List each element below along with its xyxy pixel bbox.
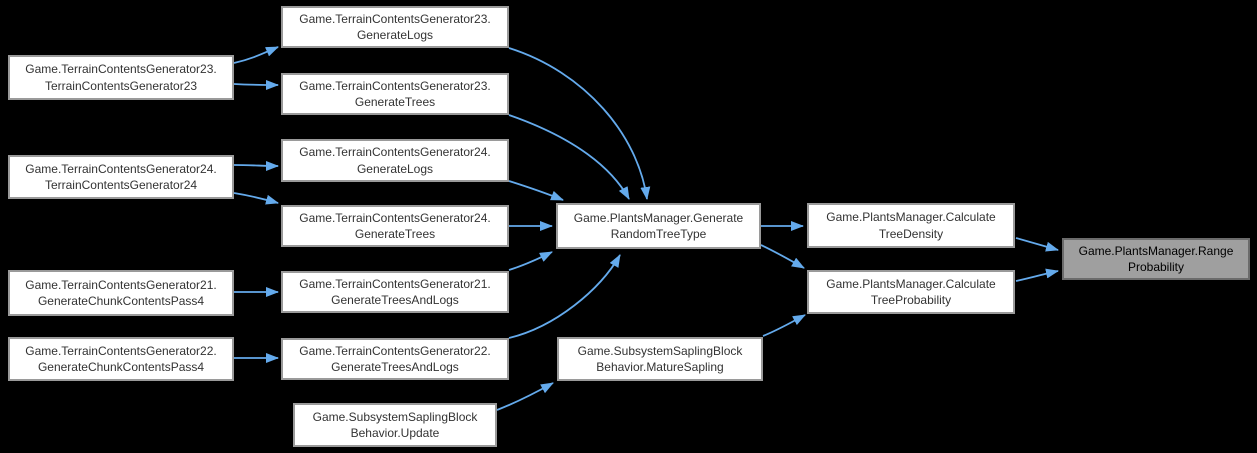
graph-node-label: GenerateTreesAndLogs	[331, 293, 459, 307]
graph-node-label: GenerateChunkContentsPass4	[37, 360, 205, 374]
edge-tcg24-generatelogs-to-pm-genrandomtreetype	[508, 180, 564, 201]
graph-node-label: Game.TerrainContentsGenerator23.	[299, 11, 491, 26]
graph-node-tcg24-ctor[interactable]: Game.TerrainContentsGenerator24. TerrainC…	[8, 155, 234, 199]
graph-node-label: GenerateTrees	[354, 95, 436, 109]
graph-node-label: TerrainContentsGenerator24	[44, 178, 198, 192]
graph-node-label: Behavior.Update	[350, 426, 440, 440]
edge-tcg23-generatetrees-to-pm-genrandomtreetype	[508, 114, 630, 200]
graph-node-label: GenerateLogs	[356, 28, 434, 42]
graph-node-label: RandomTreeType	[610, 227, 707, 241]
graph-node-label: Game.PlantsManager.Calculate	[826, 210, 996, 224]
graph-node-tcg24-generatetrees[interactable]: Game.TerrainContentsGenerator24. Generate…	[281, 205, 509, 247]
graph-node-label: GenerateLogs	[356, 161, 434, 176]
graph-node-label: Probability	[1127, 260, 1185, 274]
graph-node-tcg23-generatetrees[interactable]: Game.TerrainContentsGenerator23. Generate…	[281, 73, 509, 115]
graph-node-label: Behavior.MatureSapling	[596, 360, 724, 374]
graph-node-label: GenerateTreesAndLogs	[331, 360, 459, 374]
edge-pm-calctreedensity-to-pm-rangeprobability	[1015, 237, 1059, 252]
graph-node-label: GenerateTrees	[354, 227, 436, 241]
graph-node-tcg22-pass4[interactable]: Game.TerrainContentsGenerator22. Generate…	[8, 337, 234, 381]
edge-tcg22-treesandlogs-to-pm-genrandomtreetype	[508, 254, 621, 339]
graph-node-tcg23-ctor[interactable]: Game.TerrainContentsGenerator23. TerrainC…	[8, 55, 234, 100]
edge-pm-calctreeprob-to-pm-rangeprobability	[1015, 268, 1059, 282]
graph-node-tcg21-treesandlogs[interactable]: Game.TerrainContentsGenerator21. Generate…	[281, 271, 509, 313]
edge-ssb-maturesapling-to-pm-calctreeprob	[762, 314, 806, 337]
graph-node-tcg23-generatelogs[interactable]: Game.TerrainContentsGenerator23. Generate…	[281, 6, 509, 48]
graph-node-tcg22-treesandlogs[interactable]: Game.TerrainContentsGenerator22. Generate…	[281, 338, 509, 380]
graph-node-label: Game.TerrainContentsGenerator23.	[299, 78, 491, 93]
graph-node-label: Game.TerrainContentsGenerator24.	[25, 161, 217, 176]
graph-node-label: Game.TerrainContentsGenerator22.	[299, 343, 491, 358]
edge-pm-genrandomtreetype-to-pm-calctreeprob	[760, 244, 805, 269]
edge-tcg23-ctor-to-tcg23-generatetrees	[233, 79, 279, 90]
graph-node-label: Game.PlantsManager.Calculate	[826, 276, 996, 291]
edge-tcg23-ctor-to-tcg23-generatelogs	[233, 46, 279, 64]
graph-node-label: Game.SubsystemSaplingBlock	[577, 343, 743, 358]
graph-node-label: GenerateChunkContentsPass4	[37, 294, 205, 308]
edge-ssb-update-to-ssb-maturesapling	[496, 382, 554, 411]
graph-node-label: Game.TerrainContentsGenerator24.	[299, 145, 491, 159]
edge-tcg24-ctor-to-tcg24-generatelogs	[233, 160, 279, 171]
graph-node-label: TerrainContentsGenerator23	[44, 78, 198, 93]
graph-node-label: Game.TerrainContentsGenerator24.	[299, 210, 491, 225]
graph-node-label: TreeProbability	[870, 293, 952, 307]
graph-node-label: Game.SubsystemSaplingBlock	[312, 409, 478, 424]
graph-node-label: Game.TerrainContentsGenerator21.	[25, 277, 217, 292]
graph-node-label: Game.TerrainContentsGenerator21.	[299, 276, 491, 291]
edge-tcg23-generatelogs-to-pm-genrandomtreetype	[508, 47, 651, 200]
graph-node-tcg21-pass4[interactable]: Game.TerrainContentsGenerator21. Generate…	[8, 270, 234, 316]
graph-node-label: TreeDensity	[878, 226, 944, 241]
edge-tcg24-ctor-to-tcg24-generatetrees	[233, 192, 279, 205]
edge-tcg21-treesandlogs-to-pm-genrandomtreetype	[508, 251, 553, 271]
graph-node-label: Game.TerrainContentsGenerator23.	[25, 62, 217, 76]
graph-node-label: Game.TerrainContentsGenerator22.	[25, 343, 217, 358]
graph-node-tcg24-generatelogs[interactable]: Game.TerrainContentsGenerator24. Generate…	[281, 139, 509, 182]
graph-node-label: Game.PlantsManager.Range	[1078, 243, 1234, 258]
graph-node-label: Game.PlantsManager.Generate	[573, 210, 744, 225]
